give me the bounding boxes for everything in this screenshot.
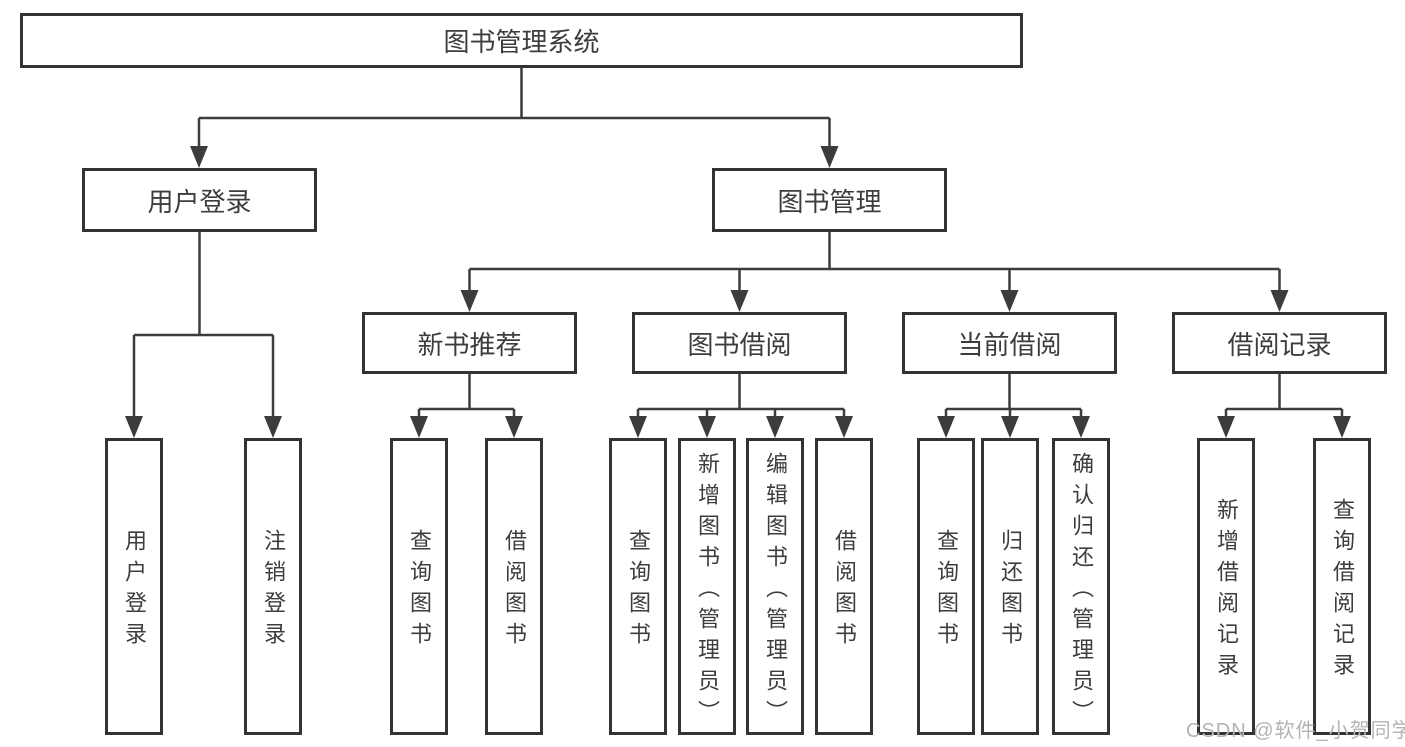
leaf-query-borrow-record-label: 查询借阅记录: [1330, 498, 1355, 684]
leaf-borrow-books-label: 借阅图书: [832, 529, 857, 653]
leaf-logout: 注销登录: [244, 438, 302, 735]
connector-book-borrow-to-leaves: [636, 374, 846, 417]
leaf-query-books-current-label: 查询图书: [934, 529, 959, 653]
leaf-add-books-admin: 新增图书（管理员）: [678, 438, 736, 735]
leaf-query-borrow-record: 查询借阅记录: [1313, 438, 1371, 735]
connector-borrow-records-to-leaves: [1224, 374, 1344, 417]
leaf-borrow-books: 借阅图书: [815, 438, 873, 735]
leaf-add-borrow-record-label: 新增借阅记录: [1214, 498, 1239, 684]
leaf-add-books-admin-label: 新增图书（管理员）: [695, 451, 720, 731]
leaf-query-books-recommend-label: 查询图书: [407, 529, 432, 653]
node-borrow-records: 借阅记录: [1172, 312, 1387, 374]
connector-new-book-recommend-to-leaves: [417, 374, 516, 417]
node-new-book-recommend: 新书推荐: [362, 312, 577, 374]
leaf-query-books-borrow: 查询图书: [609, 438, 667, 735]
leaf-user-login: 用户登录: [105, 438, 163, 735]
leaf-logout-label: 注销登录: [261, 529, 286, 653]
csdn-watermark: CSDN @软件_小贺同学: [1186, 720, 1405, 742]
leaf-user-login-label: 用户登录: [122, 529, 147, 653]
leaf-return-books: 归还图书: [981, 438, 1039, 735]
node-user-login: 用户登录: [82, 168, 317, 232]
leaf-add-borrow-record: 新增借阅记录: [1197, 438, 1255, 735]
leaf-query-books-current: 查询图书: [917, 438, 975, 735]
connector-current-borrow-to-leaves: [944, 374, 1083, 417]
leaf-edit-books-admin: 编辑图书（管理员）: [746, 438, 804, 735]
node-library-management-system: 图书管理系统: [20, 13, 1023, 68]
node-book-borrow: 图书借阅: [632, 312, 847, 374]
leaf-query-books-recommend: 查询图书: [390, 438, 448, 735]
connector-user-login-to-leaves: [132, 232, 275, 417]
leaf-return-books-label: 归还图书: [998, 529, 1023, 653]
connector-book-management-to-level3: [468, 232, 1281, 291]
leaf-query-books-borrow-label: 查询图书: [626, 529, 651, 653]
arrowheads: [125, 146, 1351, 438]
node-book-management: 图书管理: [712, 168, 947, 232]
leaf-confirm-return-admin: 确认归还（管理员）: [1052, 438, 1110, 735]
leaf-confirm-return-admin-label: 确认归还（管理员）: [1069, 451, 1094, 731]
connector-root-to-level2: [197, 68, 831, 148]
node-current-borrow: 当前借阅: [902, 312, 1117, 374]
leaf-edit-books-admin-label: 编辑图书（管理员）: [763, 451, 788, 731]
leaf-borrow-books-recommend: 借阅图书: [485, 438, 543, 735]
leaf-borrow-books-recommend-label: 借阅图书: [502, 529, 527, 653]
